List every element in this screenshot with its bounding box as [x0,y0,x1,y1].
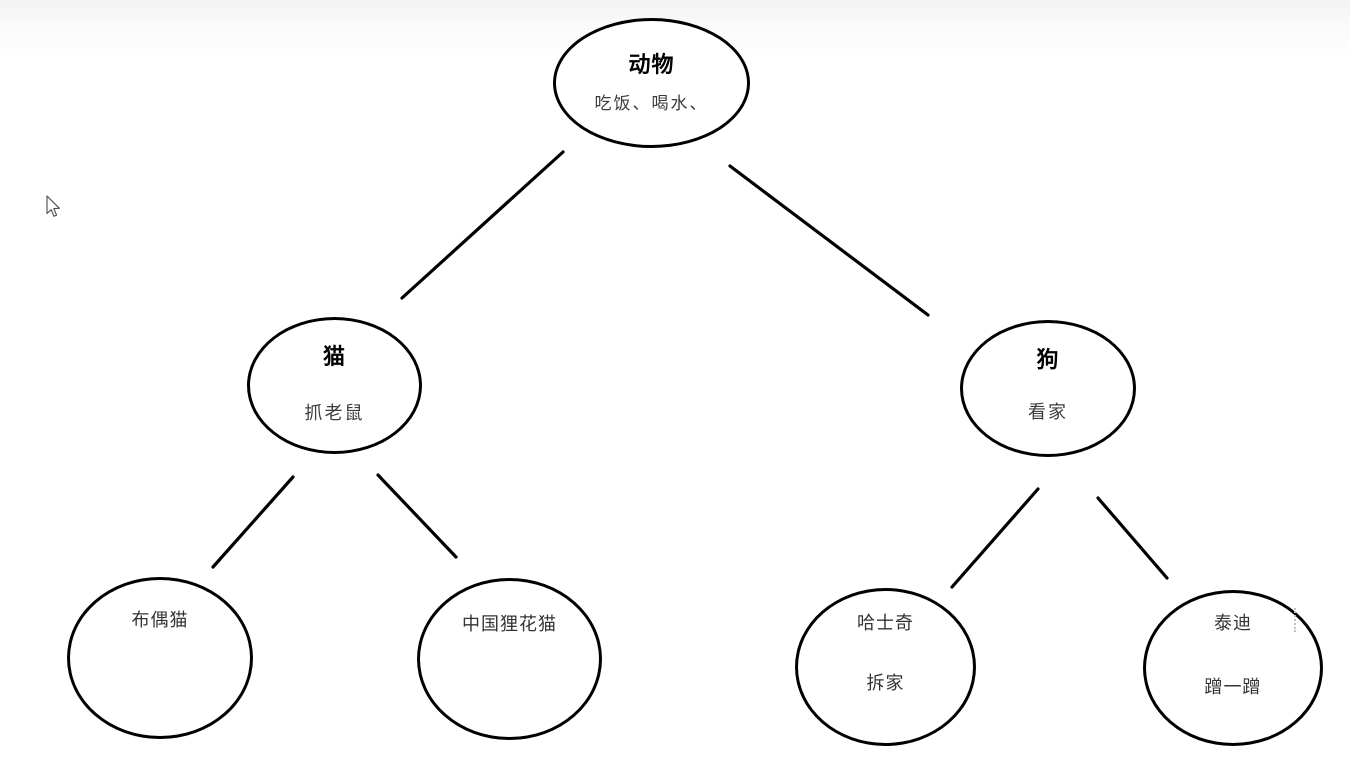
node-cat-title: 猫 [322,344,346,369]
node-dog[interactable]: 狗 看家 [960,320,1136,457]
edge-dog-husky [950,487,1040,589]
edge-dog-teddy [1096,496,1169,580]
node-dog-title: 狗 [1036,347,1060,372]
text-caret [1294,608,1296,632]
node-li-hua-cat[interactable]: 中国狸花猫 [417,578,602,740]
node-cat[interactable]: 猫 抓老鼠 [247,317,422,454]
node-animal-subtitle: 吃饭、喝水、 [594,94,709,113]
node-dog-subtitle: 看家 [1028,402,1068,422]
node-husky-subtitle: 拆家 [866,673,905,693]
node-teddy-title: 泰迪 [1214,613,1252,633]
node-teddy[interactable]: 泰迪 蹭一蹭 [1143,590,1323,746]
mouse-cursor-icon [46,195,60,217]
node-ragdoll-cat[interactable]: 布偶猫 [67,577,253,739]
node-ragdoll-cat-title: 布偶猫 [131,610,189,630]
node-cat-subtitle: 抓老鼠 [304,403,365,423]
node-teddy-subtitle: 蹭一蹭 [1204,677,1262,697]
edge-cat-ragdoll [211,475,295,569]
edge-animal-cat [400,150,565,300]
node-animal-title: 动物 [628,52,675,77]
node-animal[interactable]: 动物 吃饭、喝水、 [553,18,750,148]
edge-cat-lihua [376,473,458,559]
node-li-hua-cat-title: 中国狸花猫 [462,614,557,634]
node-husky-title: 哈士奇 [857,613,914,633]
edge-animal-dog [728,164,930,317]
node-husky[interactable]: 哈士奇 拆家 [795,588,976,746]
